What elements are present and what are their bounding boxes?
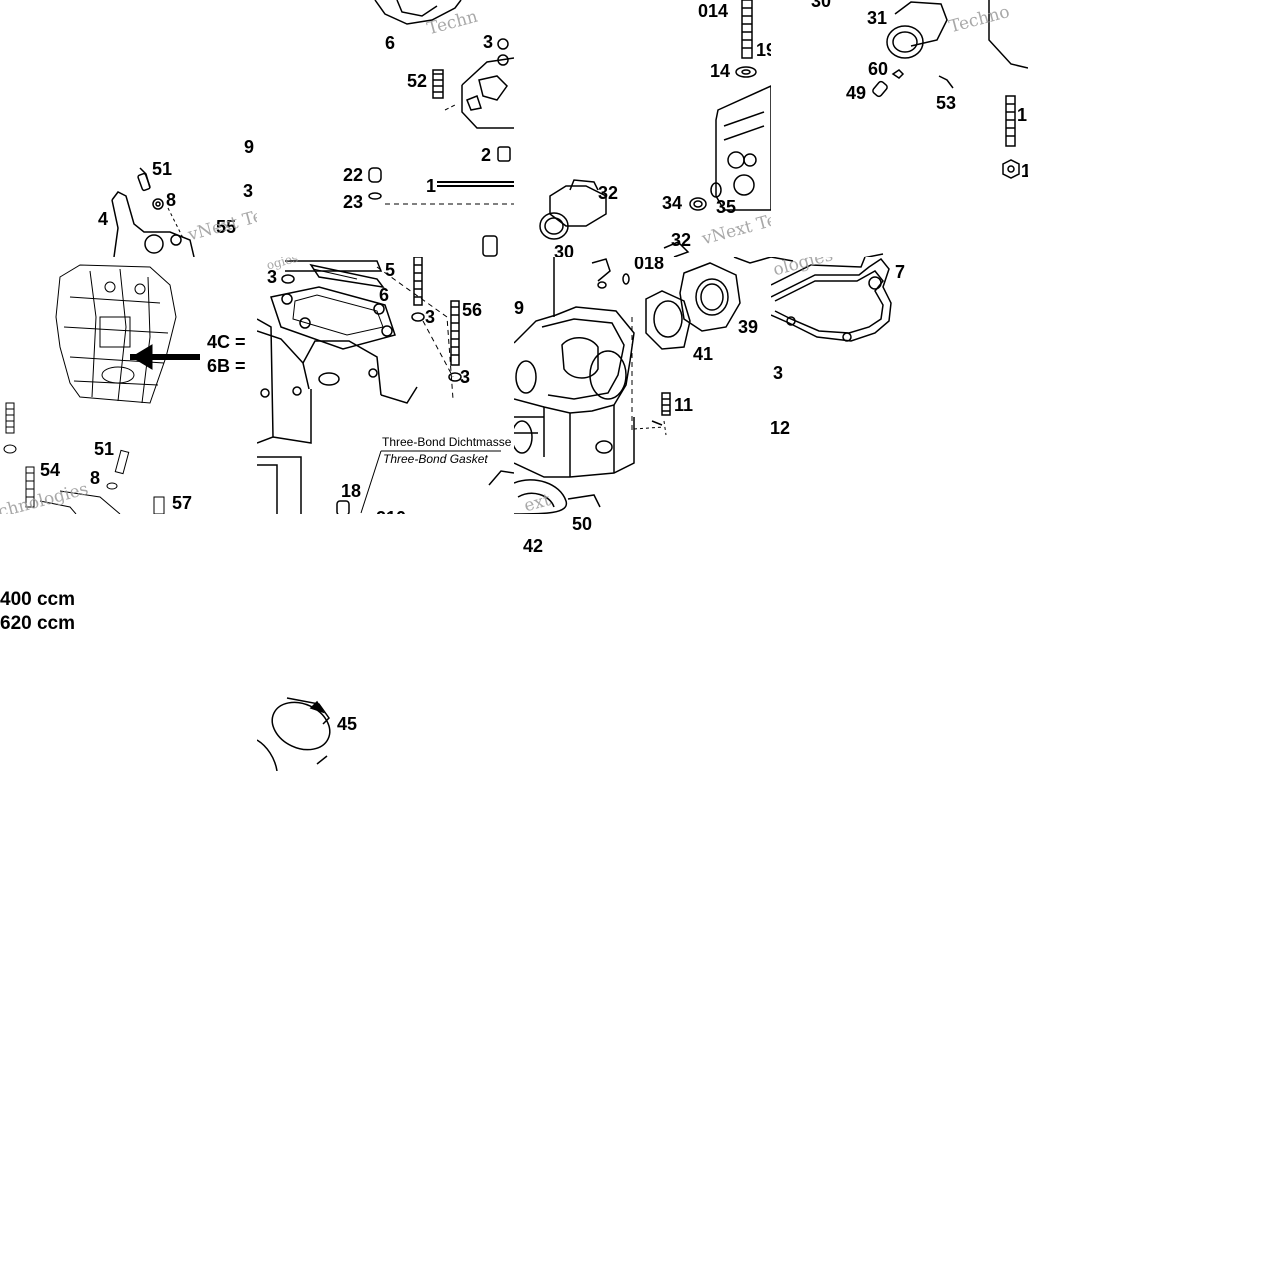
part-number: 32 bbox=[598, 183, 619, 203]
part-number: 53 bbox=[936, 93, 957, 113]
part-number: 9 bbox=[514, 298, 525, 318]
valve-cover-drawing bbox=[368, 0, 514, 257]
part-number: 35 bbox=[716, 197, 737, 217]
intake-flange-drawing bbox=[864, 0, 1028, 257]
part-number: 1 bbox=[426, 176, 437, 196]
part-number: 3 bbox=[483, 32, 494, 52]
sealant-note-english: Three-Bond Gasket bbox=[383, 452, 488, 466]
diagram-tile-engine-overview: 4C = 6B = 51 54 8 57 chnologies bbox=[0, 257, 257, 514]
part-number: 3 bbox=[425, 307, 436, 327]
part-number: 11 bbox=[674, 395, 694, 415]
cap-drawing bbox=[257, 697, 331, 771]
part-number: 51 bbox=[94, 439, 115, 459]
part-number: 8 bbox=[90, 468, 101, 488]
part-number: 42 bbox=[523, 536, 544, 556]
part-number: 31 bbox=[867, 8, 888, 28]
part-number: 56 bbox=[462, 300, 483, 320]
cc-code-label: 6B = bbox=[207, 356, 246, 376]
chain-guide-drawing bbox=[111, 167, 195, 257]
part-number: 51 bbox=[152, 159, 173, 179]
diagram-tile-valve-cover: 6 3 52 2 22 23 1 Techn bbox=[257, 0, 514, 257]
part-number: 34 bbox=[662, 193, 683, 213]
sealant-note-german: Three-Bond Dichtmasse bbox=[382, 435, 512, 449]
part-number: 014 bbox=[698, 1, 729, 21]
part-number: 2 bbox=[481, 145, 492, 165]
part-number: 52 bbox=[407, 71, 428, 91]
part-number: 32 bbox=[671, 230, 692, 250]
head-gasket-drawing bbox=[771, 257, 892, 342]
part-number: 018 bbox=[634, 257, 665, 273]
part-number: 54 bbox=[40, 460, 61, 480]
part-number: 5 bbox=[385, 260, 396, 280]
part-number: 19 bbox=[756, 40, 771, 60]
part-number: 45 bbox=[337, 714, 358, 734]
legend-displacement-400: 400 ccm bbox=[0, 589, 76, 610]
part-number: 60 bbox=[868, 59, 889, 79]
part-number: 23 bbox=[343, 192, 364, 212]
part-number: 6 bbox=[379, 285, 390, 305]
cylinder-head-main-drawing bbox=[514, 257, 771, 514]
diagram-tile-head-gasket: 7 3 12 ologies bbox=[771, 257, 1028, 514]
diagram-tile-cylinder-head: 9 018 39 41 11 50 42 ext bbox=[514, 257, 771, 514]
part-number: 7 bbox=[895, 262, 906, 282]
diagram-tile-intake-flange: 30 31 60 49 53 1 1 Techno bbox=[771, 0, 1028, 257]
part-number: 210 bbox=[376, 509, 406, 514]
part-number: 3 bbox=[243, 181, 254, 201]
part-number: 39 bbox=[738, 317, 759, 337]
diagram-tile-valve-cover-gasket: 3 5 6 56 3 3 18 210 Three-Bond Dichtmass… bbox=[257, 257, 514, 514]
valve-cover-gasket-drawing bbox=[257, 257, 514, 514]
part-number: 14 bbox=[710, 61, 731, 81]
part-number: 4 bbox=[98, 209, 109, 229]
legend-displacement-620: 620 ccm bbox=[0, 613, 76, 634]
cc-code-label: 4C = bbox=[207, 332, 246, 352]
part-number: 1 bbox=[1017, 105, 1028, 125]
diagram-tile-cap: 45 bbox=[257, 690, 514, 771]
part-number: 57 bbox=[172, 493, 193, 513]
part-number: 1 bbox=[1021, 161, 1028, 181]
diagram-tile-cylinder-head-top: 014 19 14 32 30 34 35 32 vNext Te bbox=[514, 0, 771, 257]
part-number: 3 bbox=[460, 367, 471, 387]
diagram-tile-exhaust-strip: 50 42 bbox=[514, 500, 771, 560]
part-number: 3 bbox=[773, 363, 784, 383]
part-number: 12 bbox=[771, 418, 791, 438]
part-number: 18 bbox=[341, 481, 362, 501]
cylinder-head-drawing bbox=[539, 0, 771, 257]
part-number: 50 bbox=[572, 514, 593, 534]
part-number: 41 bbox=[693, 344, 714, 364]
part-number: 30 bbox=[554, 242, 575, 257]
part-number: 8 bbox=[166, 190, 177, 210]
part-number: 6 bbox=[385, 33, 396, 53]
part-number: 49 bbox=[846, 83, 867, 103]
part-number: 55 bbox=[216, 217, 237, 237]
part-number: 9 bbox=[244, 137, 255, 157]
part-number: 22 bbox=[343, 165, 364, 185]
diagram-tile-chain-guide: 9 51 8 3 4 55 vNext Tec bbox=[0, 128, 257, 257]
part-number: 30 bbox=[811, 0, 832, 11]
part-number: 3 bbox=[267, 267, 278, 287]
engine-overview-drawing bbox=[3, 264, 200, 514]
